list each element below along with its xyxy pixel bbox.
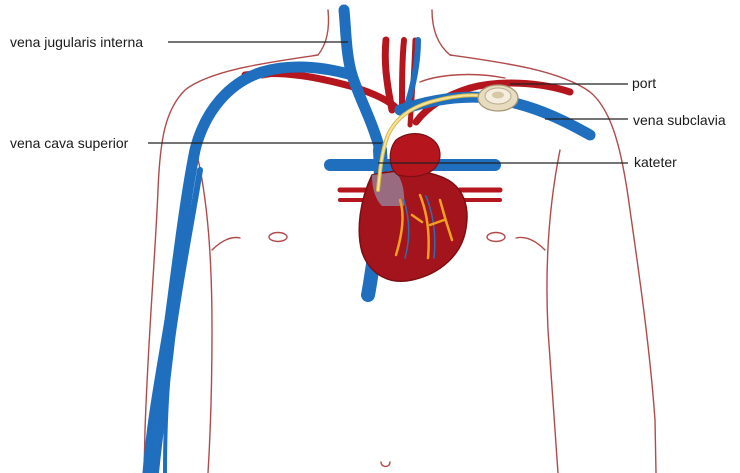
label-vena-cava-superior: vena cava superior bbox=[10, 135, 128, 151]
label-port: port bbox=[632, 75, 656, 91]
port-device bbox=[478, 85, 518, 111]
label-kateter: kateter bbox=[634, 154, 677, 170]
vena-jugularis-interna-vessel bbox=[344, 10, 380, 150]
label-vena-subclavia: vena subclavia bbox=[633, 112, 726, 128]
label-vena-jugularis-interna: vena jugularis interna bbox=[10, 34, 143, 50]
